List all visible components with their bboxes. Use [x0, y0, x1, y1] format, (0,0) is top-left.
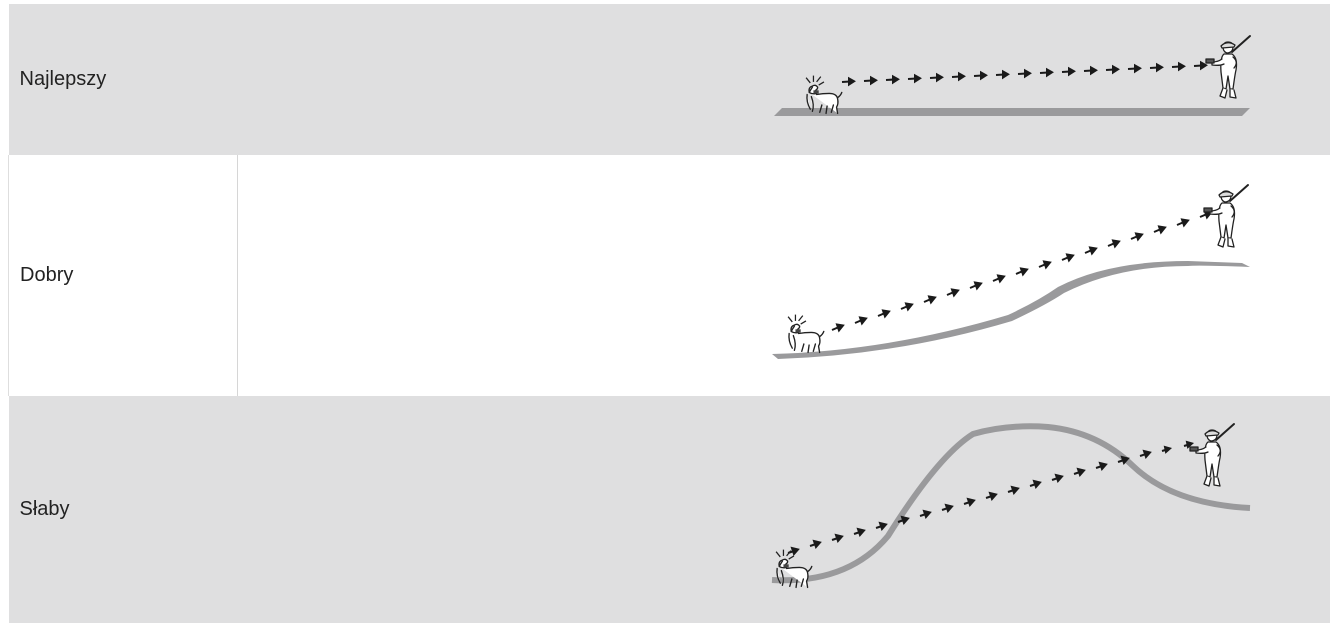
hunter-icon — [1204, 185, 1248, 247]
signal-arrow-icon — [996, 72, 1008, 78]
signal-arrow-icon — [993, 276, 1004, 282]
row-poor: Słaby — [9, 396, 1330, 623]
signal-arrow-icon — [1062, 69, 1074, 75]
signal-arrow-icon — [924, 297, 935, 303]
signal-arrows-best — [842, 63, 1206, 85]
illustration-best-svg — [238, 4, 1330, 155]
signal-arrow-icon — [1162, 447, 1170, 452]
signal-arrow-icon — [1108, 241, 1119, 247]
signal-arrow-icon — [947, 290, 958, 296]
signal-arrow-icon — [1040, 70, 1052, 76]
signal-arrow-icon — [908, 76, 920, 82]
signal-arrow-icon — [974, 73, 986, 79]
signal-arrow-icon — [1085, 248, 1096, 254]
signal-arrow-icon — [876, 523, 886, 529]
illustration-poor — [238, 396, 1330, 623]
signal-arrow-icon — [864, 78, 876, 84]
signal-arrow-icon — [842, 79, 854, 85]
signal-quality-table: Najlepszy — [8, 4, 1330, 623]
signal-arrow-icon — [970, 283, 981, 289]
signal-arrow-icon — [930, 75, 942, 81]
row-label-best: Najlepszy — [9, 4, 238, 155]
ground-flat — [774, 108, 1250, 116]
hunter-icon — [1190, 424, 1234, 486]
signal-arrow-icon — [952, 74, 964, 80]
signal-arrow-icon — [1150, 65, 1162, 71]
illustration-best — [238, 4, 1330, 155]
signal-arrow-icon — [1018, 71, 1030, 77]
ground-hill — [772, 426, 1250, 580]
signal-arrow-icon — [1128, 66, 1140, 72]
signal-arrow-icon — [886, 77, 898, 83]
row-good: Dobry — [9, 155, 1330, 396]
hunter-icon — [1206, 36, 1250, 98]
signal-arrow-icon — [1154, 227, 1165, 233]
ground-slope — [772, 261, 1250, 359]
signal-arrow-icon — [878, 311, 889, 317]
signal-arrow-icon — [986, 493, 996, 499]
signal-arrow-icon — [920, 511, 930, 517]
signal-arrows-poor — [788, 442, 1192, 554]
signal-arrow-icon — [1062, 255, 1073, 261]
signal-arrow-icon — [832, 325, 843, 331]
signal-arrow-icon — [1039, 262, 1050, 268]
signal-arrow-icon — [1140, 451, 1150, 457]
signal-arrow-icon — [810, 541, 820, 547]
row-best: Najlepszy — [9, 4, 1330, 155]
signal-arrow-icon — [1177, 220, 1188, 226]
signal-arrow-icon — [1074, 469, 1084, 475]
signal-arrow-icon — [1084, 68, 1096, 74]
signal-arrow-icon — [1184, 442, 1192, 447]
signal-arrow-icon — [964, 499, 974, 505]
signal-arrow-icon — [1052, 475, 1062, 481]
signal-arrow-icon — [1096, 463, 1106, 469]
signal-arrow-icon — [1194, 63, 1206, 69]
illustration-poor-svg — [238, 396, 1330, 623]
dog-icon — [788, 315, 824, 353]
signal-arrow-icon — [1008, 487, 1018, 493]
illustration-good — [238, 155, 1330, 396]
signal-arrow-icon — [1106, 67, 1118, 73]
illustration-good-svg — [238, 155, 1330, 396]
signal-arrow-icon — [1131, 234, 1142, 240]
signal-arrow-icon — [942, 505, 952, 511]
signal-arrow-icon — [855, 318, 866, 324]
signal-arrow-icon — [901, 304, 912, 310]
signal-arrow-icon — [1016, 269, 1027, 275]
signal-arrow-icon — [1172, 64, 1184, 70]
row-label-good: Dobry — [9, 155, 238, 396]
signal-arrow-icon — [832, 535, 842, 541]
signal-arrow-icon — [1030, 481, 1040, 487]
dog-icon — [806, 76, 842, 114]
signal-arrow-icon — [854, 529, 864, 535]
row-label-poor: Słaby — [9, 396, 238, 623]
